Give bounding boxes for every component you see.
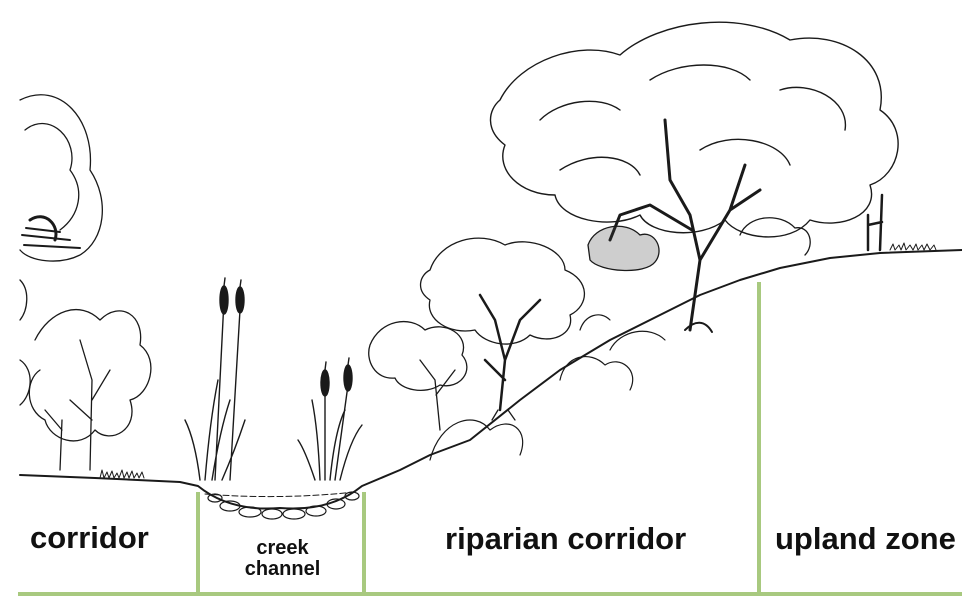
upland-grass [890, 243, 936, 250]
label-creek-line1: creek [205, 538, 360, 559]
mid-riparian-tree [421, 238, 585, 420]
cattails-left [185, 278, 245, 480]
label-corridor: corridor [30, 520, 149, 556]
small-riparian-tree [369, 322, 467, 430]
label-creek-line2: channel [205, 559, 360, 580]
left-background-tree [20, 95, 102, 261]
label-creek-channel: creek channel [205, 538, 360, 580]
creek-stones [208, 492, 359, 519]
left-grass [100, 470, 144, 478]
large-oak-tree [490, 22, 898, 332]
ground-line [20, 250, 962, 509]
label-riparian-corridor: riparian corridor [445, 521, 686, 557]
label-upland-zone: upland zone [775, 521, 956, 557]
left-shrubs [20, 280, 151, 470]
creek-water [205, 492, 355, 497]
cattails-right [298, 358, 362, 480]
riparian-shrubs [430, 315, 665, 460]
